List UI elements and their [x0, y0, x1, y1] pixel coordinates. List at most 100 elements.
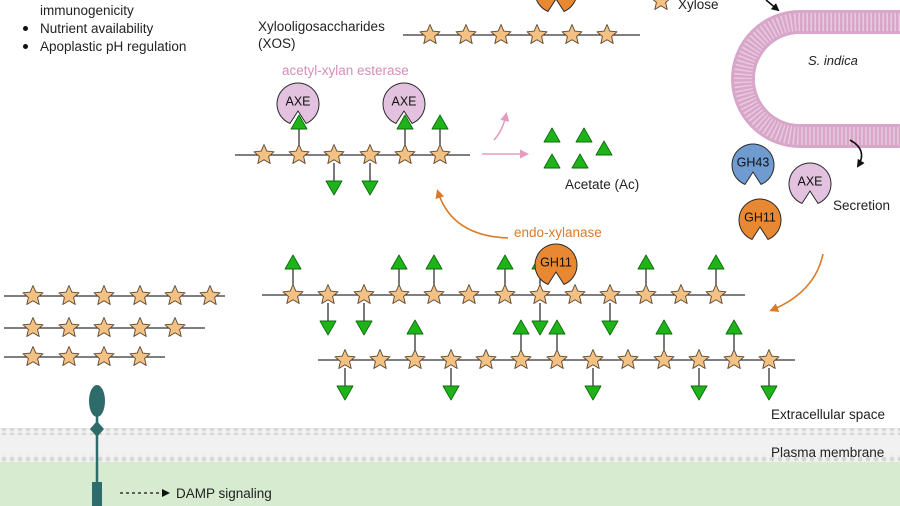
- xylose-unit-icon: [423, 284, 445, 304]
- xylose-unit-icon: [58, 285, 80, 305]
- acetyl-group-icon: [496, 254, 514, 270]
- xylose-unit-icon: [705, 284, 727, 304]
- xylose-unit-icon: [323, 144, 345, 164]
- acetyl-group-icon: [396, 114, 414, 130]
- xylose-unit-icon: [490, 24, 512, 44]
- xylose-unit-icon: [652, 0, 670, 10]
- xylose-unit-icon: [635, 284, 657, 304]
- xylose-unit-icon: [22, 317, 44, 337]
- acetyl-group-icon: [290, 114, 308, 130]
- acetyl-group-icon: [442, 385, 460, 401]
- acetyl-group-icon: [584, 385, 602, 401]
- secretion-label: Secretion: [833, 198, 891, 213]
- acetyl-group-icon: [760, 385, 778, 401]
- xylose-unit-icon: [429, 144, 451, 164]
- gh43-enzyme: GH43: [731, 143, 775, 186]
- acetyl-group-icon: [355, 320, 373, 336]
- acetyl-group-icon: [336, 385, 354, 401]
- enzyme-body: [788, 162, 832, 205]
- impact-list: immunogenicity Nutrient availability Apo…: [18, 2, 186, 56]
- enzyme-body: [276, 82, 320, 125]
- acetyl-group-icon: [637, 254, 655, 270]
- acetate-label: Acetate (Ac): [565, 177, 640, 192]
- xylose-unit-icon: [494, 284, 516, 304]
- xylose-unit-icon: [582, 349, 604, 369]
- xylose-unit-icon: [253, 144, 275, 164]
- xylose-unit-icon: [369, 349, 391, 369]
- xylose-unit-icon: [723, 349, 745, 369]
- xylose-unit-icon: [58, 346, 80, 366]
- impact-item: Nutrient availability: [18, 20, 186, 38]
- plant-receptor: [89, 385, 105, 506]
- enzyme-body: [738, 198, 782, 241]
- acetyl-group-icon: [543, 153, 561, 169]
- xylose-unit-icon: [22, 346, 44, 366]
- xylose-unit-icon: [93, 346, 115, 366]
- enzyme-label: AXE: [797, 174, 822, 188]
- xos-label: Xylooligosaccharides: [258, 19, 385, 34]
- xylose-unit-icon: [129, 285, 151, 305]
- xylose-unit-icon: [129, 317, 151, 337]
- xos-strand: [403, 24, 640, 44]
- enzyme-to-xylan-arrow: [769, 253, 824, 312]
- xylose-unit-icon: [317, 284, 339, 304]
- xylose-label: Xylose: [678, 0, 719, 12]
- xylose-unit-icon: [164, 285, 186, 305]
- gh11-enzyme-secreted: GH11: [738, 198, 782, 241]
- axe-enzyme-2: AXE: [382, 82, 426, 125]
- endo-xylanase-arrow: [435, 189, 509, 239]
- xylan-strand-plain: [4, 317, 205, 337]
- enzyme-body: [382, 82, 426, 125]
- enzyme-label: GH11: [744, 210, 776, 224]
- deacetylated-xos-arrow: [493, 112, 510, 141]
- enzyme-label: AXE: [391, 94, 416, 108]
- xylose-unit-icon: [282, 284, 304, 304]
- acetyl-group-icon: [319, 320, 337, 336]
- acetyl-group-icon: [571, 153, 589, 169]
- acetyl-group-icon: [707, 254, 725, 270]
- acetyl-xylan-esterase-label: acetyl-xylan esterase: [282, 63, 409, 78]
- membrane-outer-leaflet: [0, 428, 900, 435]
- acetyl-group-icon: [595, 140, 613, 156]
- xylose-unit-icon: [510, 349, 532, 369]
- xylose-unit-icon: [596, 24, 618, 44]
- acetyl-group-icon: [531, 320, 549, 336]
- xylose-unit-icon: [129, 346, 151, 366]
- acetyl-group-icon: [390, 254, 408, 270]
- xylose-unit-icon: [22, 285, 44, 305]
- acetyl-group-icon: [425, 254, 443, 270]
- acetyl-group-icon: [575, 127, 593, 143]
- xylose-unit-icon: [353, 284, 375, 304]
- gh11-enzyme-top: GH11: [536, 0, 576, 13]
- xylan-strands: [4, 0, 795, 401]
- impact-item: immunogenicity: [40, 3, 134, 18]
- acetyl-group-icon: [284, 254, 302, 270]
- acetyl-group-icon: [512, 319, 530, 335]
- acetylated-xylan-strand: [318, 319, 795, 401]
- xylose-unit-icon: [529, 284, 551, 304]
- bullet-dot: [23, 44, 28, 49]
- xylose-unit-icon: [564, 284, 586, 304]
- fungus-label: S. indica: [808, 53, 858, 68]
- xylose-unit-icon: [546, 349, 568, 369]
- xylose-unit-icon: [404, 349, 426, 369]
- enzyme-label: GH43: [737, 155, 770, 169]
- endo-xylanase-label: endo-xylanase: [514, 225, 602, 240]
- xylose-unit-icon: [93, 317, 115, 337]
- enzyme-body: [536, 0, 576, 13]
- acetylated-xos-strand: [235, 114, 470, 196]
- xylose-unit-icon: [617, 349, 639, 369]
- xylose-unit-icon: [440, 349, 462, 369]
- axe-enzyme-secreted: AXE: [788, 162, 832, 205]
- extracellular-space-label: Extracellular space: [771, 407, 886, 422]
- enzyme-body: [534, 243, 578, 286]
- xylose-unit-icon: [58, 317, 80, 337]
- acetyl-group-icon: [655, 319, 673, 335]
- xylose-unit-icon: [359, 144, 381, 164]
- xylose-unit-icon: [458, 284, 480, 304]
- cytoplasm-region: [0, 462, 900, 506]
- enzyme-body: [731, 143, 775, 186]
- xylan-strand-plain: [4, 346, 165, 366]
- xylose-unit-icon: [475, 349, 497, 369]
